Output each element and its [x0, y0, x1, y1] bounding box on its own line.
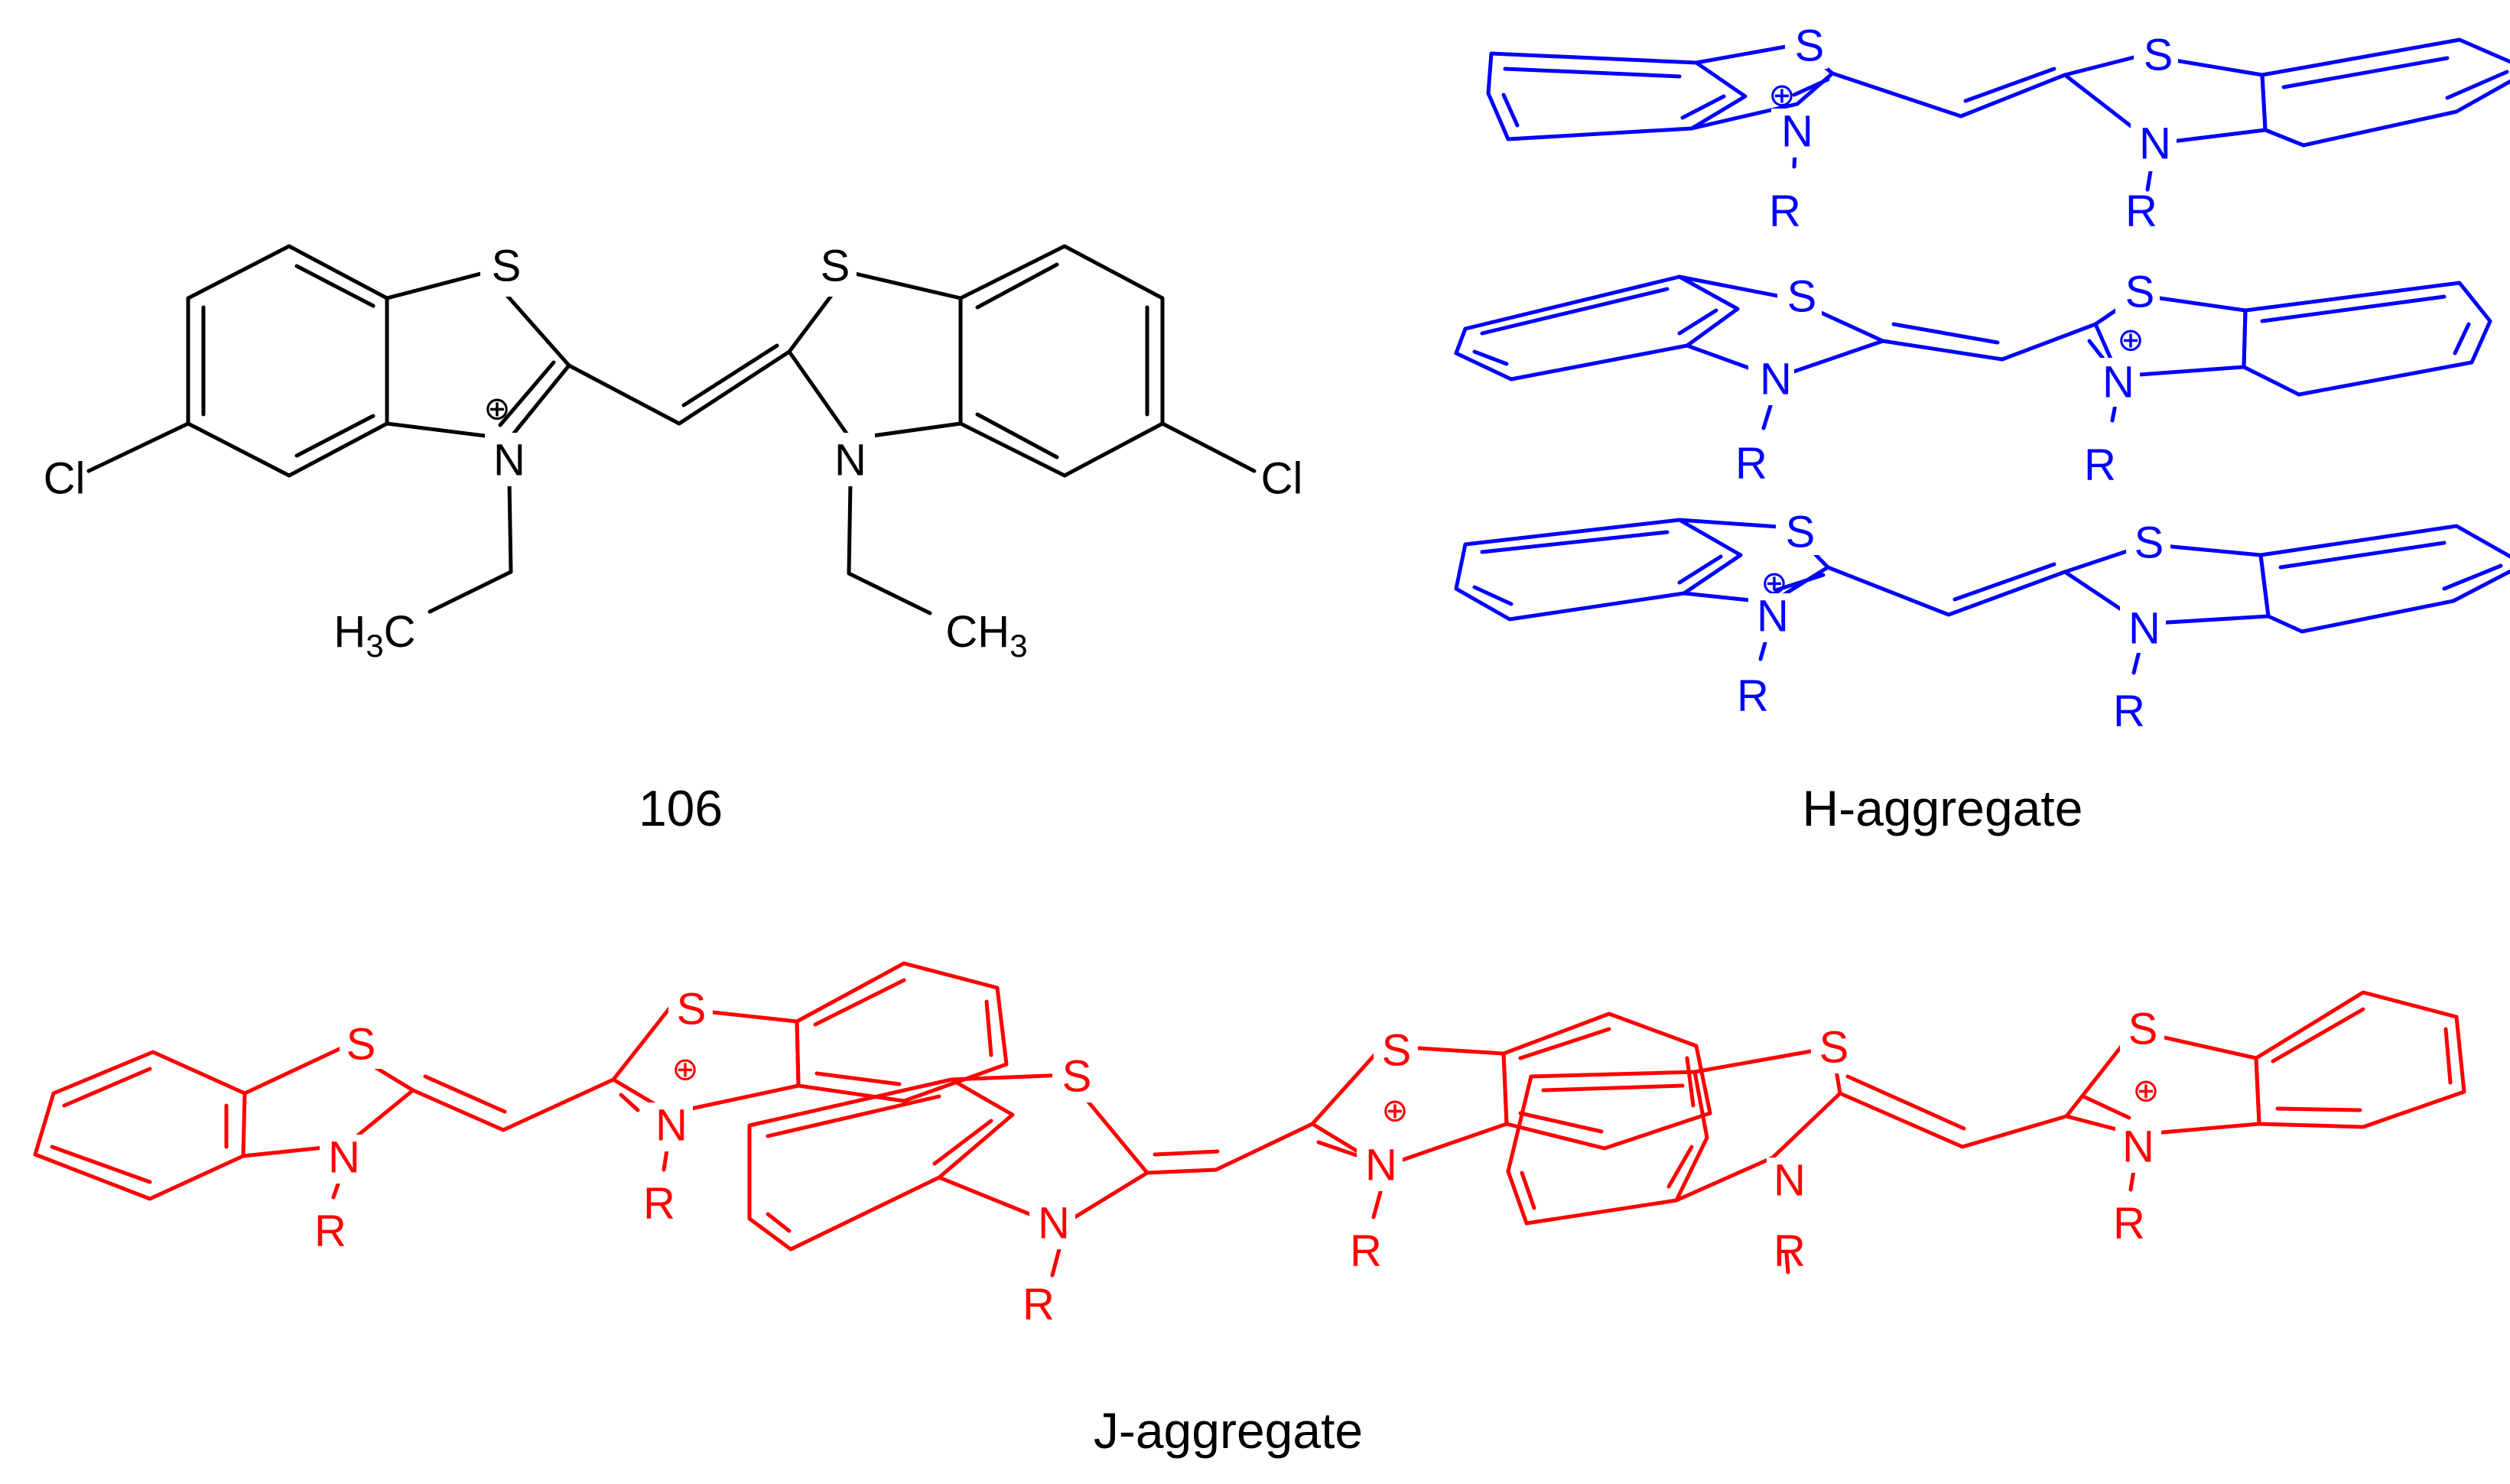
- j1-atom-n-right: N: [655, 1101, 688, 1151]
- h-aggregate-structure: [1454, 37, 2510, 675]
- h-aggregate-label: H-aggregate: [1803, 780, 2083, 836]
- j2-charge: ⊕: [1381, 1092, 1408, 1129]
- methyl-right: CH3: [945, 607, 1027, 664]
- j3-atom-n-right: N: [2122, 1122, 2154, 1172]
- atom-n-right: N: [834, 436, 866, 485]
- h1-atom-s-left: S: [1795, 21, 1825, 71]
- atom-cl-left: Cl: [44, 454, 86, 504]
- atom-s-left: S: [492, 242, 522, 291]
- j-ring-c: [2254, 990, 2466, 1129]
- h3-r-right: R: [2113, 687, 2145, 736]
- h2-charge: ⊕: [2117, 321, 2144, 359]
- j-unit-1: [33, 1005, 801, 1201]
- h1-r-left: R: [1769, 187, 1801, 236]
- atom-n-left: N: [493, 436, 525, 485]
- j1-charge: ⊕: [671, 1050, 698, 1088]
- j1-r-left: R: [314, 1206, 346, 1256]
- h2-atom-s-left: S: [1787, 272, 1817, 322]
- j2-atom-s-right: S: [1382, 1026, 1412, 1076]
- compound-number: 106: [639, 780, 723, 836]
- j1-r-right: R: [643, 1179, 675, 1229]
- h3-atom-n-right: N: [2128, 604, 2160, 654]
- bond-ethyl-left: [428, 479, 513, 614]
- j3-atom-s-left: S: [1819, 1023, 1849, 1073]
- j-aggregate-structure: [33, 961, 2466, 1278]
- charge-left: ⊕: [483, 390, 510, 427]
- j1-atom-s-left: S: [346, 1020, 376, 1070]
- bond-double-left-cn: [498, 360, 556, 427]
- bond-ring-left-benzene: [186, 244, 389, 478]
- h1-atom-n-left: N: [1781, 107, 1813, 157]
- bond-cl-left: [86, 421, 190, 473]
- j-ring-a-inner: [813, 978, 993, 1086]
- monomer-106-structure: [86, 244, 1257, 615]
- h1-atom-n-right: N: [2139, 119, 2171, 169]
- bond-ring-left-thiazole: [385, 270, 571, 441]
- j2-r-right: R: [1350, 1226, 1382, 1276]
- h2-atom-n-left: N: [1760, 355, 1792, 404]
- j2-atom-n-left: N: [1038, 1199, 1070, 1249]
- h-aggregate-atom-labels: S ⊕ N R S N R S N R S ⊕ N R S ⊕ N R S N …: [1735, 21, 2178, 736]
- j-ring-c-inner: [2271, 1007, 2453, 1112]
- h2-atom-s-right: S: [2125, 268, 2155, 317]
- j2-atom-n-right: N: [1365, 1141, 1397, 1190]
- h1-atom-s-right: S: [2144, 31, 2173, 80]
- j2-r-left: R: [1023, 1280, 1055, 1330]
- h-unit-3: [1454, 518, 2510, 675]
- j-ring-a: [795, 961, 1009, 1103]
- j3-r-right: R: [2113, 1199, 2145, 1249]
- monomer-atom-labels: S S N ⊕ N Cl Cl H3C CH3: [44, 242, 1303, 664]
- atom-s-right: S: [821, 242, 850, 291]
- h3-atom-s-right: S: [2134, 518, 2164, 568]
- j-aggregate-label: J-aggregate: [1094, 1402, 1363, 1459]
- bond-ring-right-benzene: [958, 244, 1165, 478]
- h2-atom-n-right: N: [2102, 358, 2134, 408]
- bond-methine-bridge: [567, 349, 792, 426]
- j-ring-b-inner: [1518, 1027, 1696, 1134]
- bond-cl-right: [1160, 421, 1257, 473]
- j2-atom-s-left: S: [1062, 1052, 1092, 1102]
- h2-r-right: R: [2084, 440, 2116, 490]
- j3-r-left: R: [1774, 1226, 1806, 1276]
- h3-r-left: R: [1737, 671, 1769, 721]
- j1-atom-s-right: S: [677, 985, 707, 1034]
- atom-cl-right: Cl: [1261, 454, 1303, 504]
- bond-ethyl-right: [847, 479, 932, 615]
- j-ring-b: [1501, 1012, 1712, 1151]
- h-unit-2: [1454, 274, 2492, 430]
- h-unit-1: [1486, 37, 2510, 192]
- h2-r-left: R: [1735, 439, 1767, 489]
- h1-charge: ⊕: [1768, 76, 1795, 114]
- bond-double-bridge: [681, 343, 779, 408]
- j3-charge: ⊕: [2132, 1072, 2159, 1109]
- h3-atom-s-left: S: [1786, 508, 1816, 557]
- h3-atom-n-left: N: [1757, 592, 1789, 641]
- j1-atom-n-left: N: [328, 1133, 360, 1183]
- j-aggregate-atom-labels: S N R S ⊕ N R S N R S ⊕ N R S N R S ⊕ N …: [314, 985, 2164, 1330]
- h1-r-right: R: [2125, 187, 2157, 236]
- bond-aromatic-left: [201, 264, 376, 458]
- j3-atom-n-left: N: [1774, 1156, 1806, 1206]
- methyl-left: H3C: [333, 607, 415, 664]
- j3-atom-s-right: S: [2128, 1005, 2158, 1054]
- bond-ring-right-thiazole: [787, 270, 963, 441]
- bond-aromatic-right: [975, 262, 1149, 459]
